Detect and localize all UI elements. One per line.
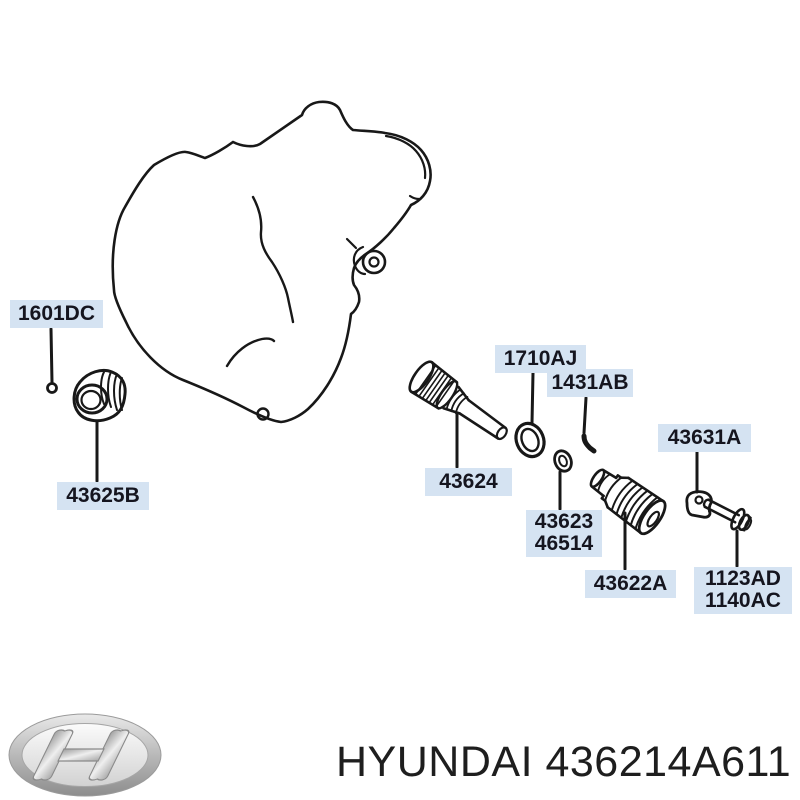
part-label-43623-46514[interactable]: 43623 46514 [526, 510, 602, 557]
part-label-1710aj[interactable]: 1710AJ [495, 345, 586, 373]
part-drawing-43631a-plate [685, 490, 713, 519]
part-drawing-43625b-plug [72, 368, 127, 423]
part-label-43622a[interactable]: 43622A [585, 570, 676, 598]
leader-lines [49, 327, 739, 571]
part-label-43625b[interactable]: 43625B [57, 482, 149, 510]
part-drawing-1710aj-oring [514, 421, 546, 459]
part-label-line: 1123AD [705, 567, 781, 590]
part-label-1601dc[interactable]: 1601DC [10, 300, 103, 328]
leader-1710aj [530, 371, 535, 425]
part-drawing-1123ad-bolt [702, 498, 753, 532]
hyundai-logo [8, 713, 162, 797]
part-label-43624[interactable]: 43624 [425, 468, 512, 496]
part-label-1431ab[interactable]: 1431AB [547, 369, 633, 397]
transmission-housing-drawing [111, 100, 432, 424]
hyundai-h-glyph [32, 729, 130, 781]
part-drawing-43623-ring [553, 449, 573, 473]
part-label-1123ad-1140ac[interactable]: 1123AD 1140AC [694, 567, 792, 614]
part-drawing-1431ab-pin [581, 433, 597, 454]
part-label-43631a[interactable]: 43631A [658, 424, 751, 452]
part-label-line: 43623 [534, 510, 594, 533]
part-drawing-43624-shaft [408, 360, 508, 441]
part-label-line: 46514 [534, 532, 594, 555]
leader-1431ab [582, 396, 588, 435]
part-drawing-1601dc-ball [46, 382, 58, 394]
leader-1601dc [49, 327, 54, 384]
part-label-line: 1140AC [705, 589, 781, 612]
footer-part-number: HYUNDAI 436214A611 [336, 738, 792, 786]
